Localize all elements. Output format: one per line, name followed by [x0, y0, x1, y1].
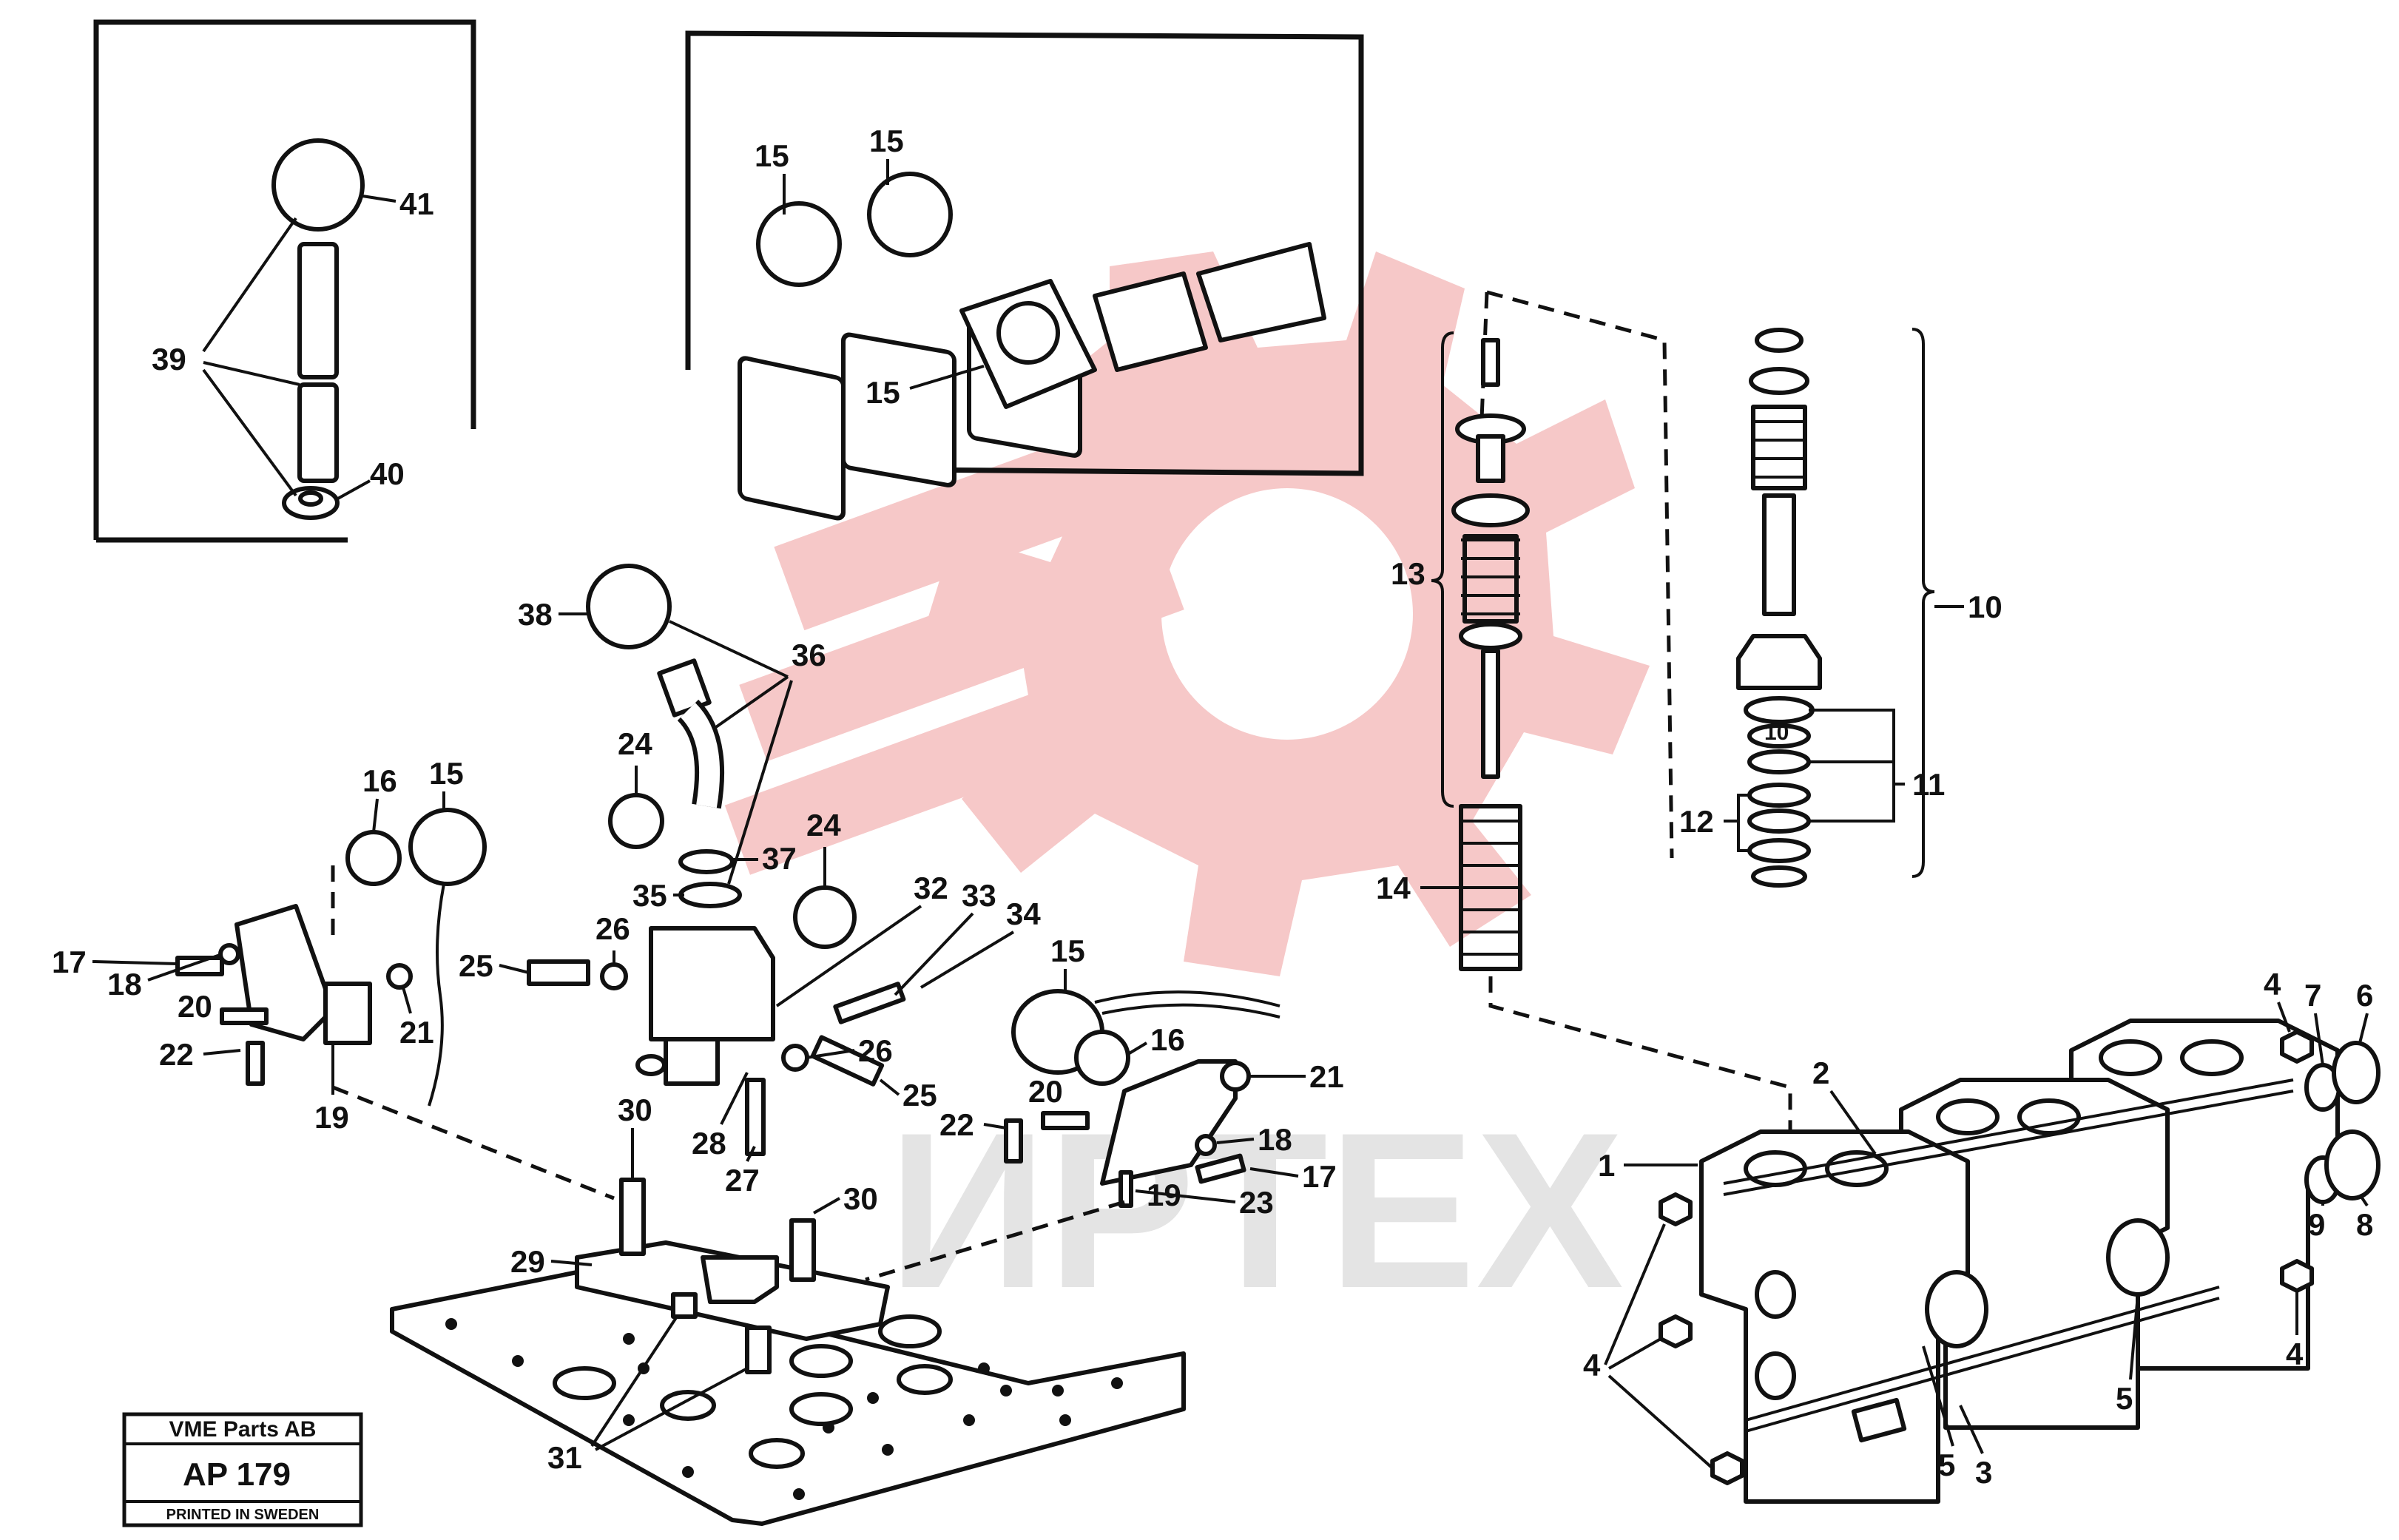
label-16a: 16: [362, 763, 397, 798]
label-21a: 21: [399, 1015, 434, 1050]
label-29: 29: [510, 1244, 545, 1279]
label-5b: 5: [2116, 1381, 2133, 1416]
label-8: 8: [2356, 1207, 2373, 1242]
valve-block-assembly: [1659, 1019, 2381, 1504]
title-company: VME Parts AB: [169, 1417, 317, 1442]
label-18b: 18: [1258, 1122, 1292, 1157]
label-19a: 19: [314, 1100, 349, 1135]
label-22a: 22: [159, 1037, 194, 1072]
label-26b: 26: [858, 1033, 893, 1068]
inset-lever-assembly: [93, 19, 476, 543]
label-10: 10: [1968, 590, 2002, 624]
label-25a: 25: [459, 948, 493, 983]
label-36: 36: [792, 638, 826, 672]
label-15c: 15: [866, 375, 900, 410]
label-12: 12: [1679, 804, 1714, 839]
label-3: 3: [1975, 1455, 1992, 1490]
label-14: 14: [1376, 871, 1411, 905]
label-20a: 20: [178, 989, 212, 1024]
bracket-assembly-left: [175, 808, 487, 1107]
valve-spool-assembly-10: [1724, 328, 1935, 888]
label-35: 35: [632, 878, 667, 913]
label-4b: 4: [1583, 1348, 1601, 1382]
label-5a: 5: [1938, 1448, 1955, 1482]
label-38: 38: [518, 597, 553, 632]
label-9: 9: [2308, 1207, 2325, 1242]
base-plate: [390, 1178, 1186, 1526]
label-11: 11: [1912, 767, 1945, 802]
label-22b: 22: [939, 1107, 974, 1142]
label-13: 13: [1391, 556, 1425, 591]
label-21b: 21: [1309, 1059, 1344, 1094]
label-39: 39: [152, 342, 186, 376]
label-4a: 4: [2264, 967, 2281, 1002]
label-4c: 4: [2286, 1337, 2304, 1371]
label-30b: 30: [843, 1181, 878, 1216]
label-15d: 15: [429, 756, 464, 791]
label-15a: 15: [755, 138, 789, 173]
label-17a: 17: [52, 945, 87, 979]
label-2: 2: [1812, 1056, 1829, 1090]
label-23: 23: [1239, 1185, 1274, 1220]
bracket-assembly-right: [1004, 989, 1281, 1208]
label-40: 40: [370, 456, 405, 491]
label-1: 1: [1598, 1148, 1615, 1183]
label-30a: 30: [618, 1092, 652, 1127]
label-27: 27: [725, 1163, 760, 1198]
label-10b: 10: [1764, 720, 1789, 745]
label-15e: 15: [1050, 933, 1085, 968]
title-block: [122, 1412, 363, 1527]
label-20b: 20: [1028, 1074, 1063, 1109]
label-16b: 16: [1150, 1022, 1185, 1057]
label-31: 31: [547, 1440, 582, 1475]
label-24a: 24: [618, 726, 652, 761]
valve-spool-assembly-13: [1431, 290, 1674, 971]
inset-bracket-assembly: [685, 30, 1364, 521]
label-28: 28: [692, 1126, 726, 1161]
label-18a: 18: [107, 967, 142, 1002]
title-code: AP 179: [183, 1456, 291, 1493]
label-6: 6: [2356, 978, 2373, 1013]
label-15b: 15: [869, 124, 904, 158]
label-37: 37: [762, 841, 797, 876]
label-34: 34: [1006, 896, 1041, 931]
label-24b: 24: [806, 808, 841, 842]
label-33: 33: [962, 878, 996, 913]
label-41: 41: [399, 186, 434, 221]
title-footer: PRINTED IN SWEDEN: [166, 1507, 320, 1523]
label-25b: 25: [902, 1078, 937, 1112]
label-32: 32: [914, 871, 948, 905]
label-17b: 17: [1302, 1159, 1337, 1194]
label-26a: 26: [595, 911, 630, 946]
label-7: 7: [2304, 978, 2321, 1013]
